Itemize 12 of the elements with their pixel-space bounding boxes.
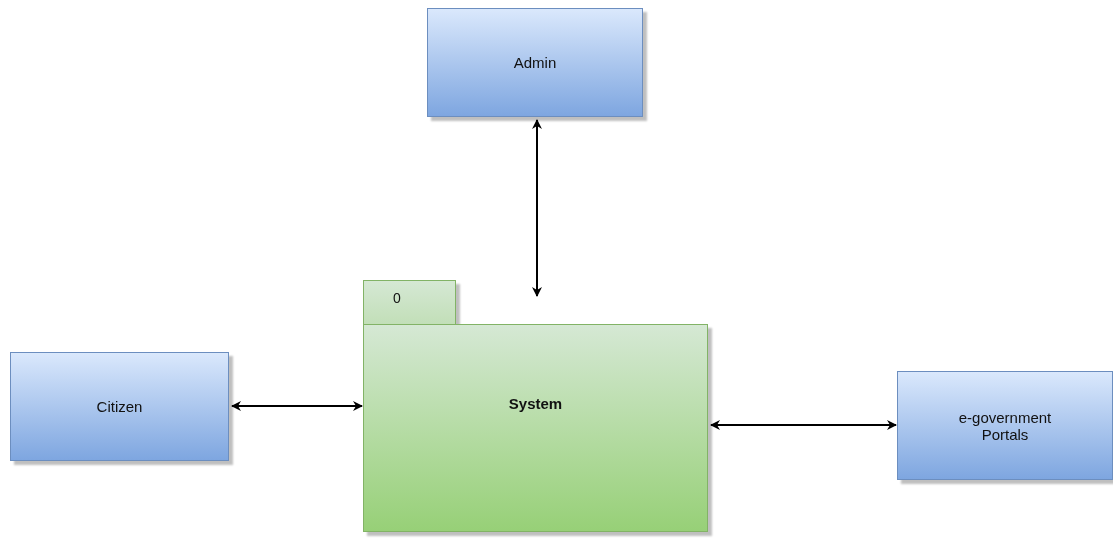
package-shape — [363, 280, 708, 532]
entity-box — [897, 371, 1113, 480]
double-arrow — [710, 420, 897, 430]
entity-label: e-government Portals — [957, 408, 1053, 443]
double-arrow — [231, 401, 363, 411]
entity-box — [10, 352, 229, 461]
entity-label: Citizen — [96, 398, 143, 415]
system-label: System — [507, 395, 564, 412]
double-arrow — [532, 119, 542, 297]
entity-label: Admin — [513, 54, 557, 71]
entity-box — [427, 8, 643, 117]
package-number: 0 — [393, 290, 401, 306]
